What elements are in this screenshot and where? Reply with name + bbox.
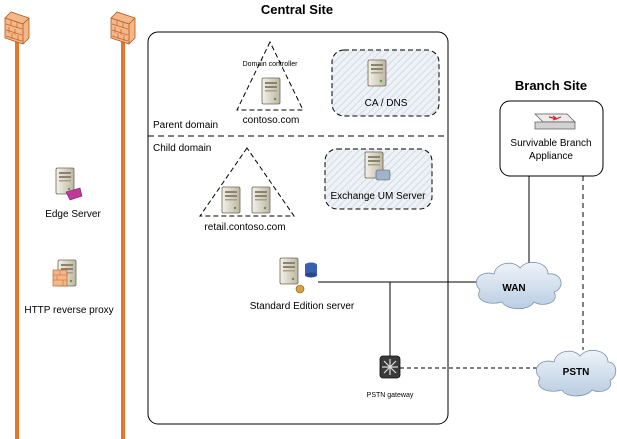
exchange-um-label: Exchange UM Server: [330, 191, 426, 202]
appliance-label-line1: Survivable Branch: [510, 138, 591, 149]
firewall-right-icon: [110, 11, 136, 439]
ca-dns-server-icon: [367, 59, 387, 87]
user-icon: [295, 284, 305, 294]
parent-domain-controller[interactable]: Domain controller contoso.com: [236, 40, 304, 126]
standard-edition-node[interactable]: Standard Edition server: [250, 257, 355, 312]
exchange-um-node[interactable]: Exchange UM Server: [324, 148, 433, 210]
pstn-gateway-node[interactable]: PSTN gateway: [367, 355, 414, 399]
phone-icon: [375, 169, 391, 181]
appliance-label-line2: Appliance: [529, 151, 573, 162]
parent-domain-label: Parent domain: [153, 120, 218, 131]
firewall-left-icon: [4, 11, 30, 439]
standard-edition-label: Standard Edition server: [250, 301, 355, 312]
central-site-boundary: [147, 31, 449, 425]
pstn-label: PSTN: [563, 367, 590, 378]
central-site-title: Central Site: [261, 2, 333, 17]
pstn-gateway-label: PSTN gateway: [367, 392, 414, 399]
reverse-proxy-label: HTTP reverse proxy: [24, 305, 113, 316]
standard-edition-server-icon: [279, 257, 299, 285]
network-links: [318, 176, 584, 369]
child-domain-label: Child domain: [153, 143, 211, 154]
child-domain-name: retail.contoso.com: [204, 222, 285, 233]
child-domain-controllers[interactable]: retail.contoso.com: [199, 147, 295, 233]
pstn-cloud: PSTN: [535, 349, 617, 397]
edge-server-icon: [55, 167, 75, 195]
domain-controller-icon: [261, 77, 281, 105]
survivable-branch-appliance[interactable]: Survivable Branch Appliance: [499, 100, 604, 177]
branch-site-title: Branch Site: [515, 78, 587, 93]
ca-dns-label: CA / DNS: [365, 98, 408, 109]
ca-dns-node[interactable]: CA / DNS: [331, 49, 440, 117]
reverse-proxy-node[interactable]: HTTP reverse proxy: [24, 259, 114, 316]
domain-controller-label: Domain controller: [243, 61, 299, 68]
child-dc-2-icon: [251, 186, 271, 214]
wan-label: WAN: [502, 283, 525, 294]
parent-domain-name: contoso.com: [243, 115, 300, 126]
wan-cloud: WAN: [475, 261, 562, 310]
edge-server-label: Edge Server: [45, 209, 101, 220]
edge-server-node[interactable]: Edge Server: [45, 167, 101, 220]
child-dc-1-icon: [221, 186, 241, 214]
